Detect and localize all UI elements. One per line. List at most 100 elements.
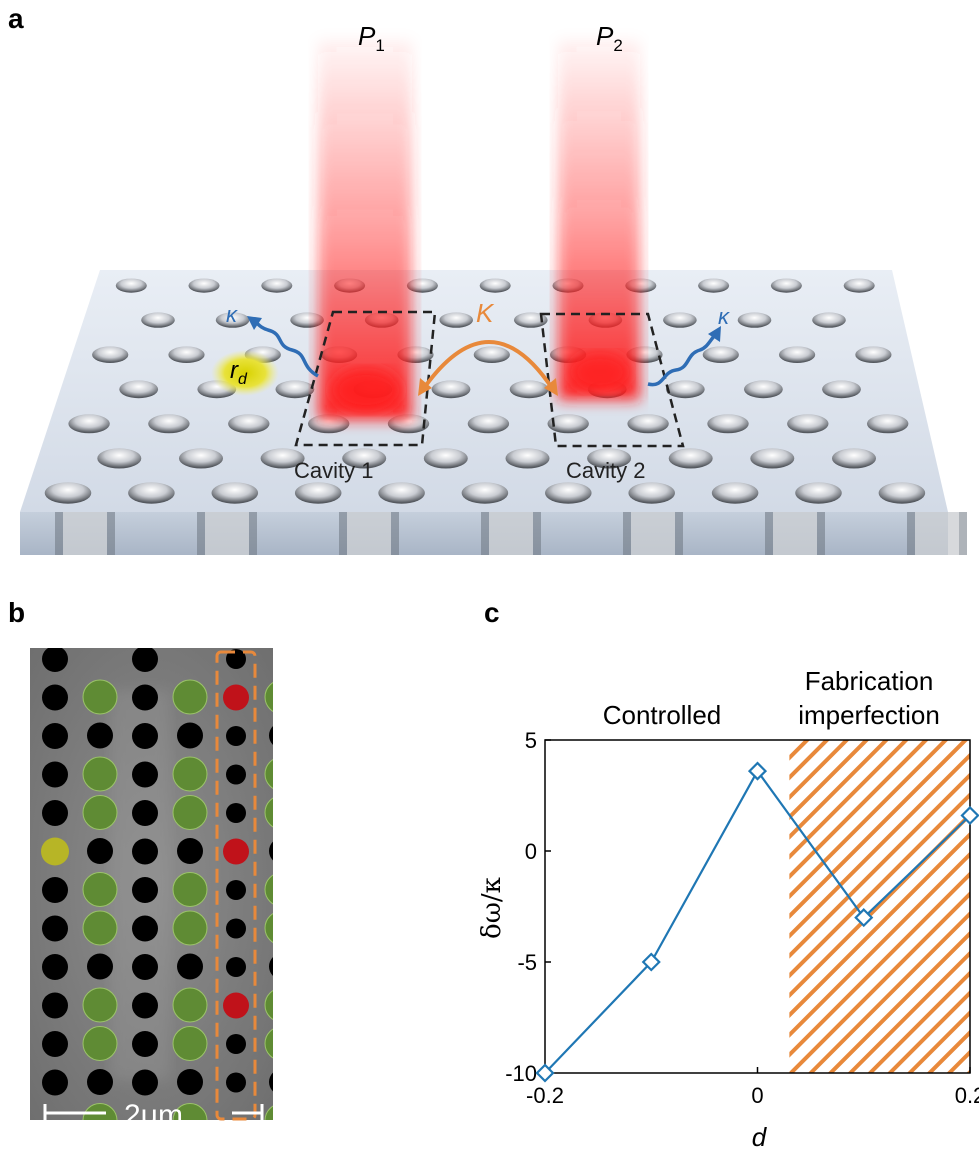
scale-bar bbox=[43, 1104, 264, 1122]
sem-hole bbox=[132, 877, 158, 903]
air-hole bbox=[378, 482, 425, 504]
sem-hole bbox=[42, 684, 68, 711]
air-hole bbox=[744, 380, 783, 399]
air-hole bbox=[467, 414, 510, 434]
sem-hole bbox=[87, 838, 113, 864]
cavity-2-outline bbox=[539, 312, 685, 448]
sem-hole bbox=[264, 912, 273, 944]
sem-hole bbox=[269, 1072, 273, 1092]
defect-hole bbox=[211, 350, 279, 396]
air-hole bbox=[342, 448, 387, 469]
sem-hole bbox=[264, 1105, 273, 1120]
region-fabrication-label-line2: imperfection bbox=[798, 700, 940, 730]
sem-hole bbox=[226, 880, 246, 900]
sem-hole bbox=[264, 797, 273, 828]
sem-hole bbox=[223, 992, 249, 1019]
sem-hole bbox=[172, 1103, 208, 1120]
air-hole bbox=[665, 380, 705, 399]
air-hole bbox=[795, 482, 842, 504]
sem-hole bbox=[132, 800, 158, 826]
scale-bar-label: 2μm bbox=[124, 1099, 183, 1132]
panel-b-label: b bbox=[8, 597, 25, 628]
sem-hole bbox=[172, 1026, 208, 1061]
air-hole bbox=[406, 278, 438, 293]
air-hole bbox=[261, 278, 293, 293]
air-hole bbox=[119, 380, 159, 399]
edge-cutout-highlight bbox=[915, 512, 959, 555]
sem-hole bbox=[269, 841, 273, 861]
sem-hole bbox=[132, 723, 158, 749]
x-tick-label: -0.2 bbox=[526, 1083, 564, 1108]
sem-hole bbox=[264, 758, 273, 790]
sem-hole bbox=[172, 679, 208, 715]
sem-hole bbox=[226, 1034, 246, 1054]
sem-hole bbox=[172, 756, 208, 792]
coupling-arrow bbox=[418, 340, 558, 396]
sem-hole bbox=[264, 989, 273, 1021]
sem-hole bbox=[132, 684, 158, 711]
air-hole bbox=[628, 482, 675, 504]
air-hole bbox=[431, 380, 471, 399]
sem-hole bbox=[177, 838, 203, 864]
sem-hole bbox=[42, 1031, 68, 1057]
sem-hole bbox=[226, 918, 246, 939]
sem-hole-array bbox=[41, 648, 273, 1120]
coupling-label: K bbox=[476, 298, 495, 328]
sem-hole bbox=[177, 722, 203, 749]
sem-hole bbox=[223, 684, 249, 711]
sem-hole bbox=[226, 764, 246, 785]
sem-hole bbox=[42, 761, 68, 788]
sem-hole bbox=[87, 1069, 113, 1095]
beam-1-label: P1 bbox=[358, 21, 385, 55]
sem-hole bbox=[172, 795, 208, 830]
sem-hole bbox=[264, 1028, 273, 1059]
x-tick-label: 0 bbox=[751, 1083, 763, 1108]
sem-hole bbox=[87, 722, 113, 749]
air-hole bbox=[812, 312, 846, 328]
data-point-marker bbox=[641, 952, 661, 972]
air-hole bbox=[68, 414, 110, 434]
sem-hole bbox=[264, 681, 273, 713]
air-hole bbox=[509, 380, 549, 399]
sem-hole bbox=[42, 648, 68, 672]
edge-cutout-highlight bbox=[347, 512, 391, 555]
edge-cutout-highlight bbox=[631, 512, 675, 555]
sem-hole bbox=[42, 877, 68, 903]
sem-hole bbox=[269, 726, 273, 745]
air-hole bbox=[473, 346, 510, 364]
y-tick-label: 0 bbox=[525, 839, 537, 864]
air-hole bbox=[878, 482, 926, 504]
air-hole bbox=[770, 278, 802, 293]
sem-hole bbox=[226, 1072, 246, 1093]
sem-hole bbox=[42, 1069, 68, 1096]
panel-c-label: c bbox=[484, 597, 500, 628]
sem-hole bbox=[82, 872, 118, 907]
sem-hole bbox=[226, 957, 246, 977]
air-hole bbox=[168, 346, 205, 364]
slab-edge-cutouts bbox=[55, 512, 967, 555]
air-hole bbox=[545, 482, 592, 504]
data-point-marker bbox=[854, 908, 874, 928]
edge-cutout-highlight bbox=[773, 512, 817, 555]
air-hole bbox=[707, 414, 749, 434]
loss-label-left: κ bbox=[226, 302, 238, 327]
sem-hole bbox=[42, 954, 68, 980]
beam-2-label: P2 bbox=[596, 21, 623, 55]
data-point-marker bbox=[747, 761, 768, 781]
sem-hole bbox=[177, 1069, 203, 1095]
sem-hole bbox=[42, 915, 68, 942]
air-hole bbox=[115, 278, 147, 293]
sem-hole bbox=[82, 679, 118, 715]
air-hole bbox=[290, 312, 324, 328]
air-hole bbox=[275, 380, 315, 399]
air-hole bbox=[44, 482, 92, 504]
cavity-2-label: Cavity 2 bbox=[566, 458, 645, 483]
sem-hole bbox=[82, 756, 118, 792]
air-hole bbox=[547, 414, 589, 434]
cavity-1-label: Cavity 1 bbox=[294, 458, 373, 483]
air-hole bbox=[787, 414, 829, 434]
sem-hole bbox=[172, 910, 208, 946]
air-hole bbox=[228, 414, 270, 434]
air-hole bbox=[867, 414, 909, 434]
